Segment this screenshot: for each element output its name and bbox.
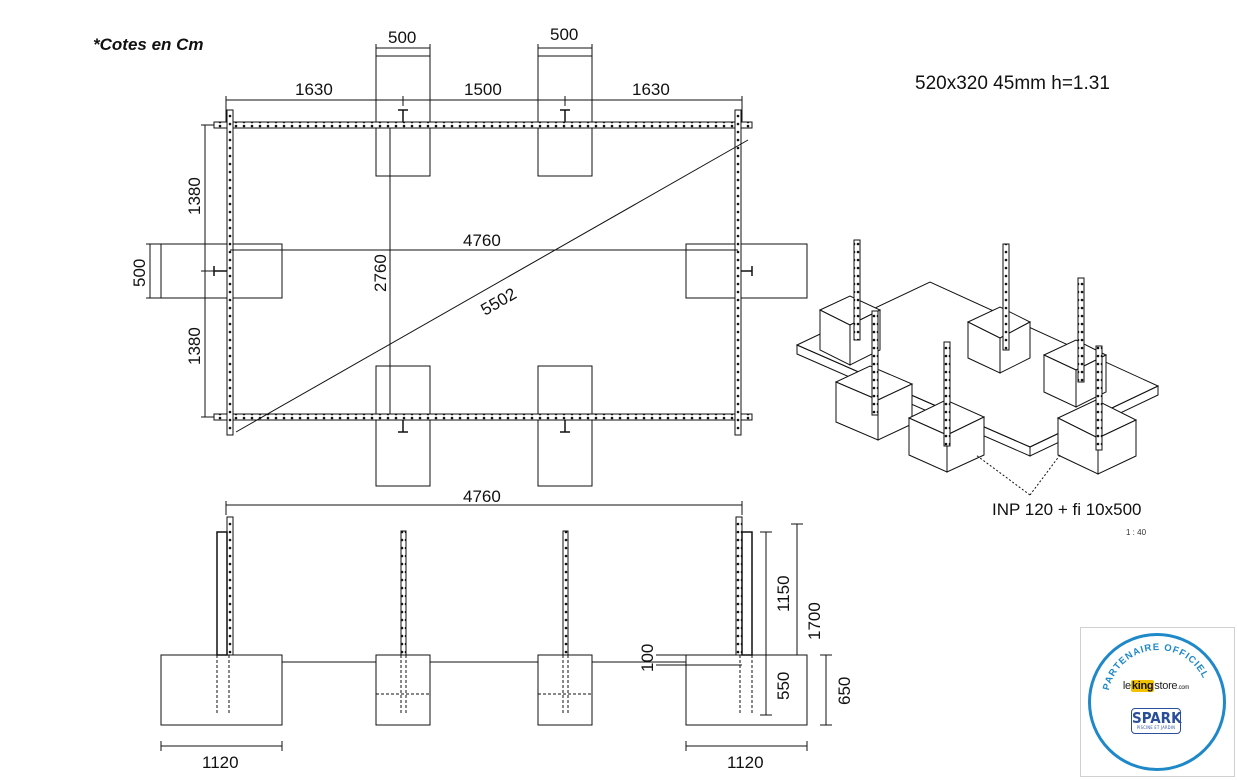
elev-footing-mid-2 <box>537 654 593 726</box>
footing-left <box>160 243 283 299</box>
isometric-view <box>795 239 1160 496</box>
plan-top-width-2: 500 <box>550 25 578 44</box>
plan-view <box>146 44 808 487</box>
elev-post-height: 1150 <box>774 575 793 612</box>
partner-badge: PARTENAIRE OFFICIEL lekingstore.com SPAR… <box>1080 627 1235 777</box>
store-logo-pre: le <box>1122 680 1131 692</box>
spark-logo-text: SPARK <box>1132 709 1182 727</box>
elev-post-left <box>226 516 234 656</box>
footing-bottom-2 <box>537 365 593 487</box>
spec-note: 520x320 45mm h=1.31 <box>915 73 1110 94</box>
iso-footing-a <box>818 295 882 366</box>
badge-arc-text: PARTENAIRE OFFICIEL <box>1101 642 1210 691</box>
plan-width: 2760 <box>371 254 390 292</box>
footing-top-1 <box>375 55 431 177</box>
iso-label: INP 120 + fi 10x500 <box>992 500 1142 519</box>
elev-embed-depth: 550 <box>774 672 793 700</box>
beam-left <box>226 109 234 436</box>
units-note: *Cotes en Cm <box>93 35 204 54</box>
beam-top <box>213 121 753 129</box>
plan-length: 4760 <box>463 231 501 250</box>
store-logo-suffix: .com <box>1177 685 1190 691</box>
elev-post-mid-1 <box>400 530 407 656</box>
spark-logo-sub: PISCINE ET JARDIN <box>1136 725 1176 730</box>
elev-footing-mid-1 <box>375 654 431 726</box>
plan-left-span-2: 1380 <box>185 327 204 365</box>
footing-bottom-1 <box>375 365 431 487</box>
elev-length: 4760 <box>463 487 501 506</box>
elev-footing-depth: 650 <box>835 677 854 705</box>
plan-left-span-1: 1380 <box>185 177 204 215</box>
elev-footing-width-right: 1120 <box>727 753 764 772</box>
elev-post-mid-2 <box>562 530 569 656</box>
plan-span-3: 1630 <box>632 80 670 99</box>
store-logo: lekingstore.com <box>1111 680 1201 692</box>
footing-top-2 <box>537 55 593 177</box>
plan-span-2: 1500 <box>464 80 502 99</box>
store-logo-king: king <box>1130 680 1155 692</box>
plan-top-width-1: 500 <box>388 28 416 47</box>
elev-footing-width-left: 1120 <box>202 753 239 772</box>
beam-right <box>734 109 742 436</box>
iso-footing-c <box>1042 339 1108 408</box>
iso-scale: 1 : 40 <box>1126 528 1147 537</box>
spark-logo: SPARK PISCINE ET JARDIN <box>1131 708 1182 734</box>
plan-span-1: 1630 <box>295 80 333 99</box>
badge-ring <box>1088 633 1226 771</box>
elev-post-right <box>735 516 743 656</box>
footing-right <box>685 243 808 299</box>
elevation-view <box>160 501 832 751</box>
elev-footing-left <box>160 654 283 726</box>
plan-left-width: 500 <box>130 259 149 287</box>
store-logo-post: store <box>1154 680 1178 692</box>
elev-total-height: 1700 <box>805 602 824 640</box>
elev-gap: 100 <box>638 644 657 672</box>
plan-diagonal: 5502 <box>478 284 520 319</box>
beam-bottom <box>213 413 753 421</box>
